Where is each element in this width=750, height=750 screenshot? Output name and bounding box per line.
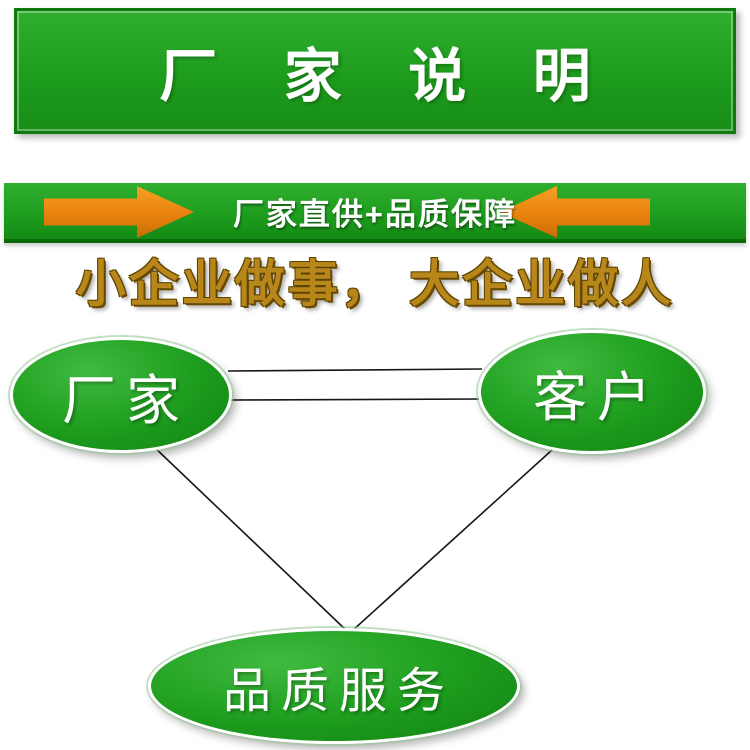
supply-bar-label: 厂家直供+品质保障 bbox=[232, 196, 518, 232]
node-label-factory: 厂家 bbox=[62, 370, 190, 431]
customer-service-line bbox=[351, 449, 553, 632]
slogan-text: 小企业做事， 大企业做人 bbox=[75, 256, 675, 312]
node-label-service: 品质服务 bbox=[222, 665, 455, 718]
diagram-node-service: 品质服务 bbox=[148, 628, 520, 744]
factory-service-line bbox=[151, 444, 348, 632]
title-banner: 厂 家 说 明 bbox=[14, 8, 736, 134]
diagram-node-customer: 客户 bbox=[478, 330, 706, 454]
left-arrow-icon bbox=[500, 186, 650, 238]
diagram-node-factory: 厂家 bbox=[10, 337, 232, 453]
page-title: 厂 家 说 明 bbox=[159, 44, 617, 109]
supply-bar: 厂家直供+品质保障 bbox=[4, 183, 746, 243]
right-arrow-icon bbox=[44, 186, 194, 238]
node-label-customer: 客户 bbox=[533, 367, 661, 428]
factory-customer-line-bottom bbox=[227, 398, 483, 401]
factory-customer-line-top bbox=[227, 368, 483, 372]
